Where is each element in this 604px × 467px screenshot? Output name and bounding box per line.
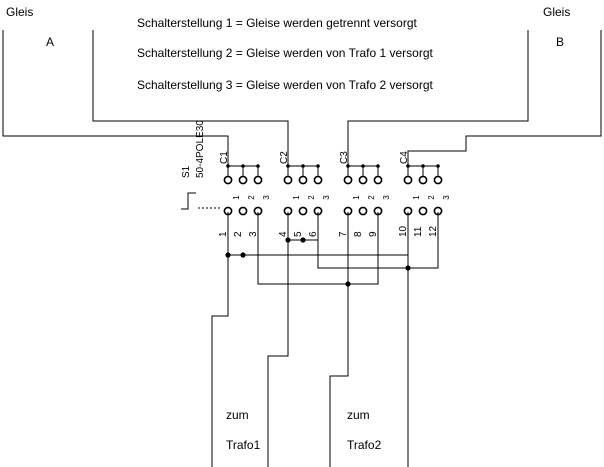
note-position-1: Schalterstellung 1 = Gleise werden getre… (137, 16, 417, 30)
lead-trafo2-a (329, 284, 349, 467)
pole-contact-number: 3 (262, 195, 271, 200)
pole-common-terminal (358, 175, 368, 185)
pole-contact-number: 2 (247, 195, 256, 200)
note-position-3: Schalterstellung 3 = Gleise werden von T… (137, 78, 433, 92)
pole-contact-number: 2 (367, 195, 376, 200)
junction-dot (345, 281, 351, 287)
switch-actuator (181, 192, 196, 210)
pole-common-terminal (403, 175, 413, 185)
switch-part: 50-4POLE30 (195, 120, 206, 178)
pole-common-terminal (298, 175, 308, 185)
trafo1-label-line1: zum (226, 408, 249, 422)
lead-trafo1-a (211, 212, 229, 467)
pole-common-terminal (313, 175, 323, 185)
pole-common-terminal (223, 175, 233, 185)
pole-contact-number: 3 (322, 195, 331, 200)
pole-contact-number: 2 (427, 195, 436, 200)
pole-bus-dot (256, 164, 260, 168)
wire-track-b-outer (407, 30, 602, 180)
pole-pin-number: 2 (233, 231, 244, 237)
switch-ref: S1 (181, 165, 192, 178)
pole-bus-dot (316, 164, 320, 168)
junction-dot (300, 237, 306, 243)
wire-track-a-outer (2, 30, 229, 180)
pole-bus-dot (241, 164, 245, 168)
trafo2-label-line1: zum (347, 408, 370, 422)
trafo1-label-line2: Trafo1 (226, 438, 261, 452)
pole-contact-number: 1 (352, 195, 361, 200)
pole-bus-dot (361, 164, 365, 168)
pole-contact-terminal (358, 206, 368, 216)
pole-pin-number: 1 (218, 231, 229, 237)
pole-pin-number: 4 (278, 231, 289, 237)
pole-bus-dot (436, 164, 440, 168)
track-b-letter: B (556, 35, 564, 49)
junction-dot (405, 265, 411, 271)
pole-contact-number: 1 (412, 195, 421, 200)
lead-trafo1-b (267, 212, 289, 467)
pole-pin-number: 5 (293, 231, 304, 237)
switch-pole: C2 1 4 2 5 3 6 (278, 151, 331, 237)
track-b-label: Gleis (543, 5, 570, 19)
pole-bus-dot (286, 164, 290, 168)
pole-common-terminal (283, 175, 293, 185)
bridge-pin3-pin9 (257, 212, 379, 285)
trafo2-label-line2: Trafo2 (347, 438, 382, 452)
pole-common-label: C3 (339, 151, 350, 164)
switch-pole: C3 1 7 2 8 3 9 (338, 151, 391, 237)
pole-pin-number: 11 (413, 226, 424, 237)
pole-bus-dot (226, 164, 230, 168)
pole-pin-number: 9 (368, 231, 379, 237)
pole-common-terminal (373, 175, 383, 185)
pole-pin-number: 8 (353, 231, 364, 237)
pole-contact-number: 3 (442, 195, 451, 200)
track-a-label: Gleis (6, 5, 33, 19)
pole-bus-dot (376, 164, 380, 168)
pole-contact-terminal (298, 206, 308, 216)
pole-common-terminal (238, 175, 248, 185)
pole-pin-number: 10 (398, 225, 409, 237)
track-a-letter: A (46, 35, 54, 49)
pole-pin-number: 12 (428, 225, 439, 237)
pole-bus-dot (301, 164, 305, 168)
pole-common-label: C1 (219, 151, 230, 164)
pole-common-label: C2 (279, 151, 290, 164)
switch-pole: C4 1 10 2 11 3 12 (398, 151, 451, 237)
junction-dot (240, 252, 246, 258)
pole-pin-number: 6 (308, 231, 319, 237)
pole-contact-number: 3 (382, 195, 391, 200)
note-position-2: Schalterstellung 2 = Gleise werden von T… (137, 46, 433, 60)
junction-dot (225, 252, 231, 258)
pole-common-terminal (343, 175, 353, 185)
pole-pin-number: 3 (248, 231, 259, 237)
wire-track-b-inner (347, 30, 529, 180)
pole-pin-number: 7 (338, 231, 349, 237)
pole-common-terminal (418, 175, 428, 185)
junction-dot (285, 237, 291, 243)
pole-contact-terminal (418, 206, 428, 216)
pole-common-terminal (253, 175, 263, 185)
pole-bus-dot (406, 164, 410, 168)
pole-contact-number: 2 (307, 195, 316, 200)
pole-common-label: C4 (399, 151, 410, 164)
pole-common-terminal (433, 175, 443, 185)
pole-bus-dot (421, 164, 425, 168)
wire-track-a-inner (92, 30, 289, 180)
pole-contact-terminal (238, 206, 248, 216)
pole-contact-number: 1 (232, 195, 241, 200)
pole-bus-dot (346, 164, 350, 168)
pole-contact-number: 1 (292, 195, 301, 200)
